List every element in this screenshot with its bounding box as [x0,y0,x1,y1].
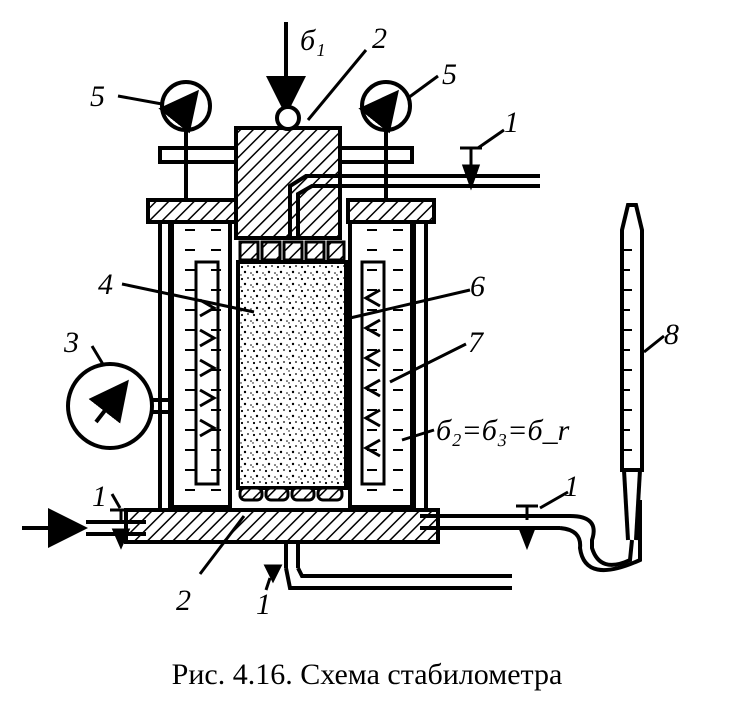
pressure-gauge-left [158,80,212,134]
volumeter-burette [620,203,644,541]
figure-caption: Рис. 4.16. Схема стабилометра [171,658,563,691]
label-8: 8 [664,318,679,351]
label-5-right: 5 [442,58,457,91]
label-2-bottom: 2 [176,584,191,617]
label-4: 4 [98,268,113,301]
label-5-left: 5 [90,80,105,113]
piston-drain-channel [288,174,540,238]
valve-icon [110,146,538,584]
label-1-left-valve: 1 [92,480,107,513]
label-2-top: 2 [372,22,387,55]
label-6: 6 [470,270,485,303]
top-cover-right [346,198,436,224]
top-porous-stone [238,240,346,262]
membrane-left [194,260,220,486]
label-1-right-valve: 1 [564,470,579,503]
bottom-porous-stone [238,486,344,502]
label-7: 7 [468,326,485,359]
soil-sample [236,260,348,490]
cell-pressure-gauge [66,362,172,450]
sigma1-label: б₁ [300,24,326,57]
leader-lines [90,49,665,591]
label-1-bottom-valve: 1 [256,588,271,621]
cell-chamber [158,220,428,510]
base-plate [124,508,440,544]
stress-equation: б₂=б₃=б_r [436,414,570,447]
pressure-gauge-right [358,80,412,134]
piping [86,500,642,590]
loading-piston [234,126,342,240]
label-3: 3 [63,326,79,359]
top-cover-left [146,198,238,224]
label-1-top-valve: 1 [504,106,519,139]
membrane-right [360,260,386,486]
load-ball [275,105,301,131]
